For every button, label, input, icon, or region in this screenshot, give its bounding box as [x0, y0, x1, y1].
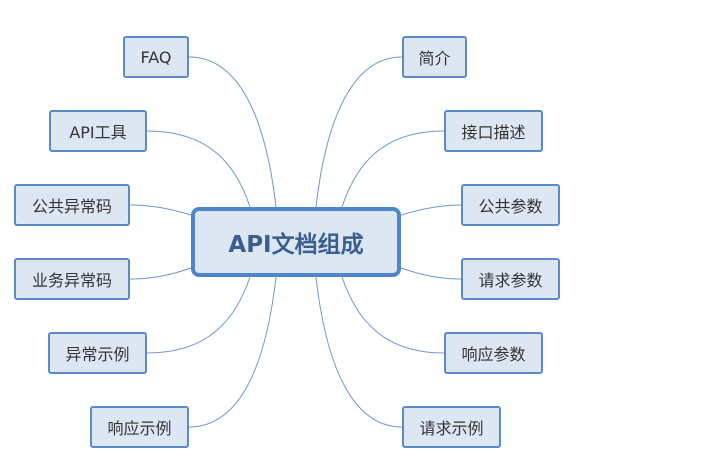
topic-business-error-codes: 业务异常码: [14, 258, 130, 300]
connector-intro: [315, 56, 403, 208]
topic-request-params: 请求参数: [461, 258, 560, 300]
connector-public-params: [400, 204, 462, 216]
connector-business-error-codes: [129, 267, 192, 280]
topic-intro: 简介: [402, 36, 467, 78]
topic-public-error-codes: 公共异常码: [14, 184, 130, 226]
topic-response-example: 响应示例: [90, 406, 189, 448]
topic-public-params: 公共参数: [461, 184, 560, 226]
topic-interface-description: 接口描述: [444, 110, 543, 152]
topic-error-example: 异常示例: [48, 332, 147, 374]
connector-public-error-codes: [129, 204, 192, 216]
topic-response-params: 响应参数: [444, 332, 543, 374]
connector-faq: [188, 56, 277, 208]
connector-interface-desc: [341, 130, 445, 208]
topic-faq: FAQ: [123, 36, 189, 78]
connector-response-example: [188, 276, 277, 428]
connector-api-tool: [146, 130, 251, 208]
connector-request-example: [315, 276, 403, 428]
topic-api-tool: API工具: [49, 110, 147, 152]
connector-request-params: [400, 267, 462, 280]
central-topic: API文档组成: [191, 207, 401, 277]
connector-response-params: [341, 276, 445, 354]
connector-error-example: [146, 276, 251, 354]
topic-request-example: 请求示例: [402, 406, 501, 448]
